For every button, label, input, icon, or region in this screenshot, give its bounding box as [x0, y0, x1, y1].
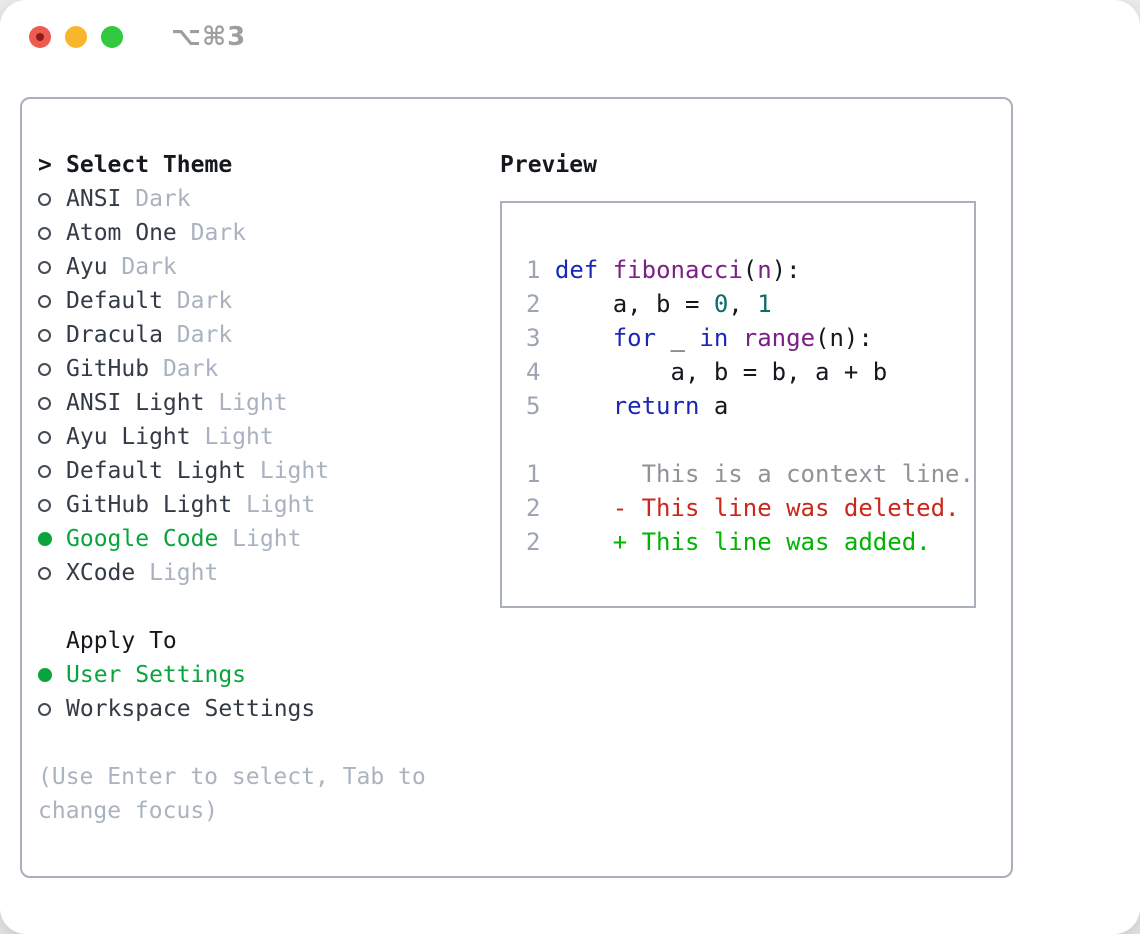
option-label: ANSI Light — [66, 390, 205, 416]
radio-unselected-icon — [38, 226, 66, 240]
select-theme-title: Select Theme — [66, 152, 233, 178]
help-hint-line-1: (Use Enter to select, Tab to — [38, 764, 426, 790]
close-button[interactable] — [29, 26, 51, 48]
option-label: Default — [66, 288, 163, 314]
help-hint-line-2: change focus) — [38, 798, 219, 824]
code-line-1: 1 def fibonacci(n): — [526, 256, 801, 284]
radio-unselected-icon — [38, 566, 66, 580]
theme-variant-label: Dark — [107, 254, 177, 280]
option-label: XCode — [66, 560, 136, 586]
theme-option-ayu-light-light[interactable]: Ayu Light Light — [38, 420, 426, 454]
apply-option-workspace-settings[interactable]: Workspace Settings — [38, 692, 426, 726]
window-title-shortcut: ⌥⌘3 — [171, 22, 247, 52]
title-bar: ⌥⌘3 — [0, 0, 1140, 74]
theme-option-github-dark[interactable]: GitHub Dark — [38, 352, 426, 386]
radio-unselected-icon — [38, 430, 66, 444]
theme-variant-label: Light — [218, 526, 302, 552]
code-blank-line — [526, 423, 974, 457]
theme-variant-label: Light — [204, 390, 288, 416]
option-label: Dracula — [66, 322, 163, 348]
radio-unselected-icon — [38, 702, 66, 716]
option-label: User Settings — [66, 662, 247, 688]
focus-caret: > — [38, 152, 52, 178]
radio-selected-icon — [38, 668, 66, 682]
theme-option-ansi-light-light[interactable]: ANSI Light Light — [38, 386, 426, 420]
theme-variant-label: Light — [232, 492, 316, 518]
theme-variant-label: Dark — [121, 186, 191, 212]
radio-unselected-icon — [38, 328, 66, 342]
code-line-4: 4 a, b = b, a + b — [526, 358, 888, 386]
theme-variant-label: Dark — [162, 322, 233, 348]
theme-option-default-dark[interactable]: Default Dark — [38, 284, 426, 318]
theme-variant-label: Light — [135, 560, 219, 586]
theme-variant-label: Light — [246, 458, 330, 484]
apply-to-header: Apply To — [38, 624, 426, 658]
theme-variant-label: Dark — [176, 220, 247, 246]
code-line-3: 3 for _ in range(n): — [526, 324, 873, 352]
zoom-button[interactable] — [101, 26, 123, 48]
radio-unselected-icon — [38, 260, 66, 274]
code-line-2: 2 a, b = 0, 1 — [526, 290, 772, 318]
radio-unselected-icon — [38, 396, 66, 410]
option-label: Atom One — [66, 220, 177, 246]
code-line-8: 2 - This line was deleted. — [526, 494, 960, 522]
radio-selected-icon — [38, 532, 66, 546]
option-label: Google Code — [66, 526, 219, 552]
theme-variant-label: Dark — [149, 356, 219, 382]
code-preview-box: 1 def fibonacci(n): 2 a, b = 0, 1 3 for _ … — [500, 201, 976, 608]
option-label: GitHub Light — [66, 492, 233, 518]
theme-option-google-code-light[interactable]: Google Code Light — [38, 522, 426, 556]
option-label: Ayu — [66, 254, 108, 280]
apply-to-title: Apply To — [66, 628, 177, 654]
code-line-7: 1 This is a context line. — [526, 460, 974, 488]
radio-unselected-icon — [38, 362, 66, 376]
option-label: Workspace Settings — [66, 696, 316, 722]
apply-option-user-settings[interactable]: User Settings — [38, 658, 426, 692]
radio-unselected-icon — [38, 294, 66, 308]
theme-variant-label: Dark — [162, 288, 233, 314]
option-label: ANSI — [66, 186, 122, 212]
spacer — [38, 726, 426, 760]
select-theme-header: > Select Theme — [38, 148, 426, 182]
theme-option-ayu-dark[interactable]: Ayu Dark — [38, 250, 426, 284]
radio-unselected-icon — [38, 464, 66, 478]
code-line-5: 5 return a — [526, 392, 729, 420]
radio-unselected-icon — [38, 192, 66, 206]
theme-option-atom-one-dark[interactable]: Atom One Dark — [38, 216, 426, 250]
option-label: Ayu Light — [66, 424, 191, 450]
preview-title: Preview — [500, 152, 597, 178]
theme-option-default-light-light[interactable]: Default Light Light — [38, 454, 426, 488]
code-line-9: 2 + This line was added. — [526, 528, 931, 556]
theme-variant-label: Light — [190, 424, 274, 450]
spacer — [38, 590, 426, 624]
minimize-button[interactable] — [65, 26, 87, 48]
theme-option-ansi-dark[interactable]: ANSI Dark — [38, 182, 426, 216]
theme-option-github-light-light[interactable]: GitHub Light Light — [38, 488, 426, 522]
theme-option-dracula-dark[interactable]: Dracula Dark — [38, 318, 426, 352]
preview-column: Preview 1 def fibonacci(n): 2 a, b = 0, 1… — [500, 148, 976, 608]
theme-option-xcode-light[interactable]: XCode Light — [38, 556, 426, 590]
radio-unselected-icon — [38, 498, 66, 512]
close-dot-icon — [36, 33, 44, 41]
option-label: GitHub — [66, 356, 150, 382]
option-label: Default Light — [66, 458, 247, 484]
